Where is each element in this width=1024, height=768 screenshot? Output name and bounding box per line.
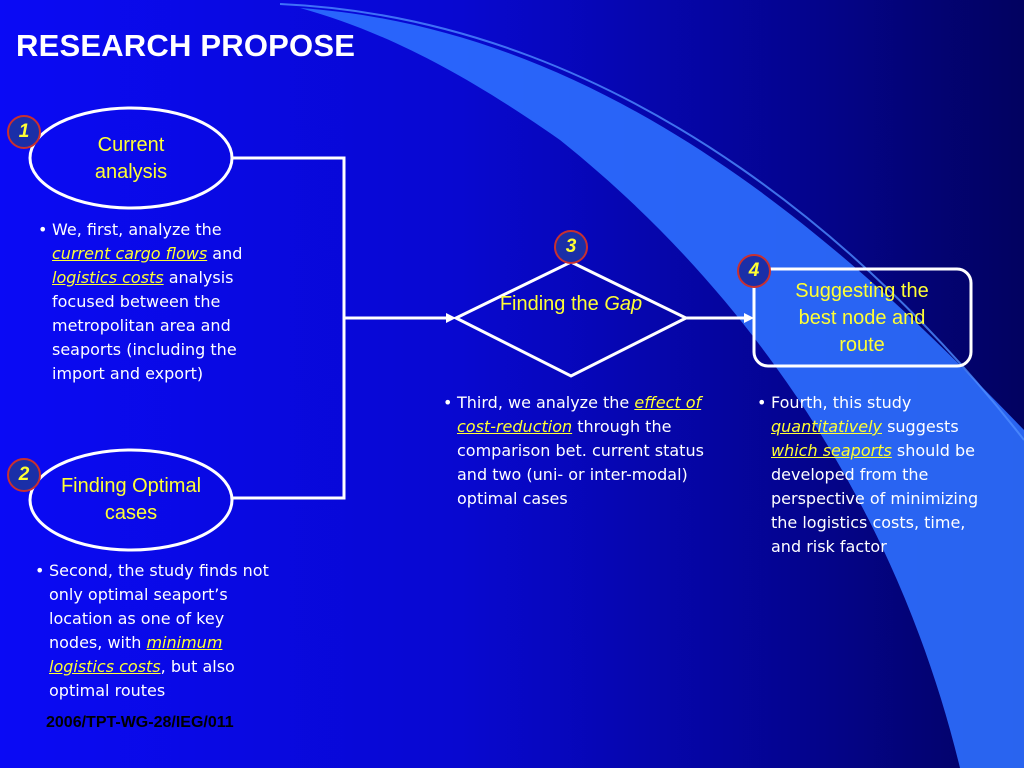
label-line: Suggesting the — [795, 280, 929, 302]
text-run: Second, the study finds not only optimal… — [49, 561, 269, 652]
bullet-icon: • — [757, 393, 767, 412]
node-suggesting-label: Suggesting the best node and route — [757, 278, 967, 359]
highlight-text: minimum logistics costs — [49, 633, 223, 676]
node-finding-gap-shape — [452, 260, 690, 378]
label-line: Finding Optimal — [60, 475, 202, 497]
arrow-head-suggest — [744, 313, 754, 323]
label-line: cases — [104, 502, 158, 524]
text-run: We, first, analyze the — [52, 220, 222, 239]
text-run: , but also optimal routes — [49, 657, 235, 700]
text-run: and — [207, 244, 243, 263]
label-line: route — [839, 334, 885, 356]
text-run: suggests — [881, 417, 959, 436]
node-finding-gap-label: Finding the Gap — [466, 291, 676, 318]
step-badge-1: 1 — [7, 115, 41, 149]
text-run: through the comparison bet. current stat… — [457, 417, 704, 508]
text-run: Fourth, this study — [771, 393, 912, 412]
node-finding-optimal-label: Finding Optimal cases — [36, 473, 226, 527]
slide-title: RESEARCH PROPOSE — [16, 28, 356, 63]
slide-footer: 2006/TPT-WG-28/IEG/011 — [46, 714, 234, 731]
highlight-text: current cargo flows — [52, 244, 208, 263]
description-finding-gap: • Third, we analyze the effect of cost-r… — [443, 391, 727, 511]
text-run: analysis focused between the metropolita… — [52, 268, 237, 383]
label-italic-text: Gap — [604, 293, 643, 315]
connector-1 — [232, 156, 346, 318]
label-line: Current — [97, 134, 165, 156]
decorative-swoosh — [300, 8, 1024, 768]
step-badge-4: 4 — [737, 254, 771, 288]
description-current-analysis: • We, first, analyze the current cargo f… — [38, 218, 280, 386]
node-current-analysis-label: Current analysis — [41, 132, 221, 186]
node-suggesting-shape — [752, 267, 973, 368]
text-run: should be developed from the perspective… — [771, 441, 979, 556]
node-current-analysis-shape — [28, 106, 234, 210]
bullet-icon: • — [35, 561, 45, 580]
description-suggesting: • Fourth, this study quantitatively sugg… — [757, 391, 999, 559]
bullet-icon: • — [443, 393, 453, 412]
node-finding-optimal-shape — [28, 448, 234, 552]
highlight-text: which seaports — [771, 441, 892, 460]
arrow-head-gap — [446, 313, 456, 323]
description-finding-optimal: • Second, the study finds not only optim… — [35, 559, 271, 703]
bullet-icon: • — [38, 220, 48, 239]
text-run: Third, we analyze the — [457, 393, 635, 412]
label-line: best node and — [798, 307, 926, 329]
step-badge-2: 2 — [7, 458, 41, 492]
step-badge-3: 3 — [554, 230, 588, 264]
highlight-text: logistics costs — [52, 268, 164, 287]
connector-2 — [232, 318, 346, 500]
highlight-text: effect of cost-reduction — [457, 393, 702, 436]
label-line: analysis — [94, 161, 168, 183]
label-text: Finding the — [499, 293, 605, 315]
highlight-text: quantitatively — [771, 417, 882, 436]
